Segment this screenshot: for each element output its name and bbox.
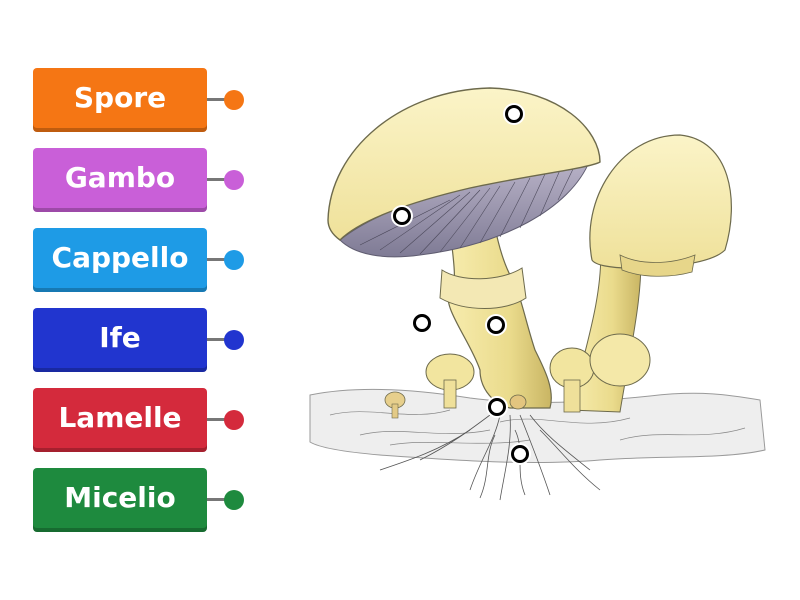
drop-target-spot[interactable] bbox=[393, 207, 411, 225]
drop-target-spot[interactable] bbox=[505, 105, 523, 123]
connector-dot-ife[interactable] bbox=[224, 330, 244, 350]
connector-dot-spore[interactable] bbox=[224, 90, 244, 110]
label-spore[interactable]: Spore bbox=[33, 68, 207, 132]
label-list: Spore Gambo Cappello Ife Lamelle Micelio bbox=[0, 0, 260, 600]
connector-line bbox=[207, 258, 233, 261]
connector-dot-cappello[interactable] bbox=[224, 250, 244, 270]
label-cappello[interactable]: Cappello bbox=[33, 228, 207, 292]
drop-target-spot[interactable] bbox=[487, 316, 505, 334]
connector-line bbox=[207, 98, 233, 101]
connector-line bbox=[207, 338, 233, 341]
connector-line bbox=[207, 418, 233, 421]
connector-dot-micelio[interactable] bbox=[224, 490, 244, 510]
drop-target-spot[interactable] bbox=[413, 314, 431, 332]
diagram-image bbox=[300, 50, 780, 550]
label-ife[interactable]: Ife bbox=[33, 308, 207, 372]
drop-target-spot[interactable] bbox=[511, 445, 529, 463]
connector-line bbox=[207, 498, 233, 501]
drop-target-spot[interactable] bbox=[488, 398, 506, 416]
mushroom-illustration bbox=[309, 87, 766, 501]
label-gambo[interactable]: Gambo bbox=[33, 148, 207, 212]
connector-line bbox=[207, 178, 233, 181]
connector-dot-lamelle[interactable] bbox=[224, 410, 244, 430]
label-micelio[interactable]: Micelio bbox=[33, 468, 207, 532]
connector-dot-gambo[interactable] bbox=[224, 170, 244, 190]
label-lamelle[interactable]: Lamelle bbox=[33, 388, 207, 452]
